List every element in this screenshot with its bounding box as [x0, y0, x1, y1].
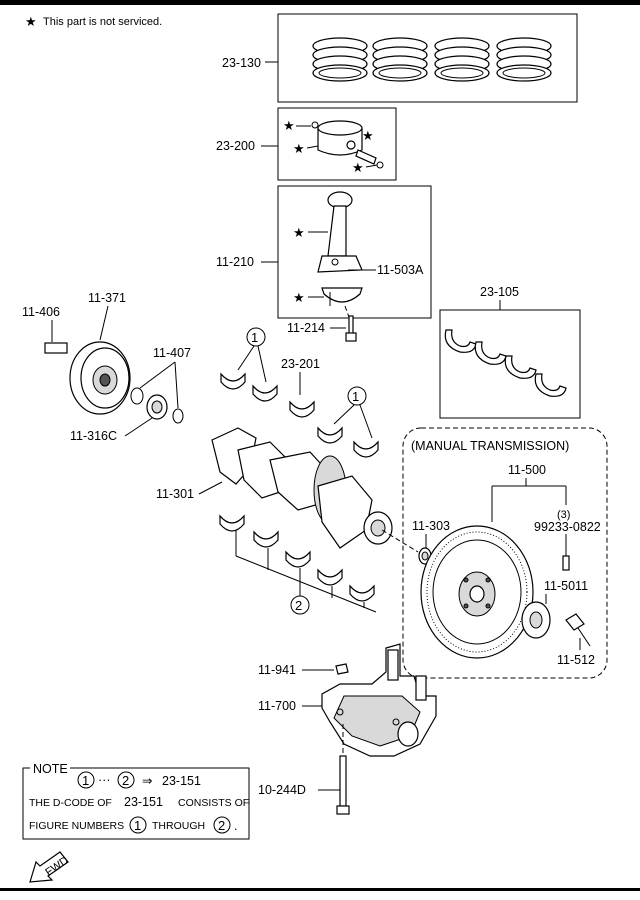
- star-icon: ★: [293, 141, 305, 156]
- star-icon: ★: [352, 160, 364, 175]
- fwd-label: FWD: [43, 855, 70, 879]
- label-seal-kit: 11-407: [153, 346, 191, 360]
- callout-one: 1: [251, 330, 258, 345]
- note-title: NOTE: [33, 762, 68, 776]
- star-icon: ★: [362, 128, 374, 143]
- main-bearing-icon: [220, 373, 278, 402]
- flywheel-plate-bolt-icon: [565, 613, 591, 647]
- bottom-border: [0, 888, 640, 891]
- rod-bolt-icon: [345, 315, 357, 342]
- note-line3-callout-one: 1: [134, 818, 141, 833]
- oil-pump-seal-icon: [335, 663, 349, 675]
- note-line2-end: CONSISTS OF: [178, 797, 249, 809]
- note-box: NOTE 1 ··· 2 ⇒ 23-151 THE D-CODE OF 23-1…: [22, 762, 250, 840]
- label-oil-pump-seal: 11-941: [258, 663, 296, 677]
- label-crank-pulley: 11-371: [88, 291, 126, 305]
- label-oil-pump-assembly: 11-700: [258, 699, 296, 713]
- note-code: 23-151: [162, 774, 201, 788]
- label-sprocket: 11-316C: [70, 429, 117, 443]
- label-pulley-bolt: 11-406: [22, 305, 60, 319]
- label-piston-rings: 23-130: [222, 56, 261, 70]
- note-callout-one: 1: [82, 773, 89, 788]
- piston-rings-frame: [277, 13, 578, 103]
- callout-circle: [290, 595, 310, 615]
- label-connecting-rod: 11-210: [216, 255, 254, 269]
- label-crankshaft: 11-301: [156, 487, 194, 501]
- note-callout-two: 2: [122, 773, 129, 788]
- label-crank-bearing-set: 23-105: [480, 285, 519, 299]
- fwd-arrow-icon: FWD: [29, 851, 71, 883]
- note-line2-start: THE D-CODE OF: [29, 797, 112, 809]
- crank-bearing-frame: [439, 309, 581, 419]
- note-line3-through: THROUGH: [152, 820, 205, 832]
- note-arrow: ⇒: [142, 774, 153, 788]
- star-icon: ★: [283, 118, 295, 133]
- top-border: [0, 0, 640, 5]
- label-rod-nut: 11-503A: [377, 263, 424, 277]
- flywheel-icon: [420, 525, 534, 659]
- callout-one: 1: [352, 389, 359, 404]
- callout-two: 2: [295, 598, 302, 613]
- piston-icon: [311, 120, 384, 169]
- crankshaft-icon: [211, 427, 393, 549]
- connecting-rod-frame: [277, 185, 432, 319]
- note-line3-callout-two: 2: [218, 818, 225, 833]
- label-thrust-bearing: 23-201: [281, 357, 320, 371]
- connecting-rod-icon: [317, 191, 363, 321]
- label-flywheel-plate-bolt: 11-512: [557, 653, 595, 667]
- flywheel-bolt-icon: [562, 555, 570, 571]
- reinforcement-plate-icon: [521, 601, 551, 639]
- star-icon: ★: [293, 290, 305, 305]
- callout-circle: [246, 327, 266, 347]
- label-oil-pump-bolt: 10-244D: [258, 783, 306, 797]
- thrust-bearing-icon: [289, 401, 315, 418]
- label-flywheel: 11-500: [508, 463, 546, 477]
- label-pilot-bearing: 11-303: [412, 519, 450, 533]
- piston-assembly-frame: [277, 107, 397, 181]
- sprocket-icon: [130, 387, 184, 424]
- legend-text: This part is not serviced.: [43, 16, 162, 28]
- label-flywheel-bolt: 99233-0822: [534, 520, 601, 534]
- manual-transmission-frame: [402, 427, 608, 679]
- legend-star-icon: ★: [25, 14, 37, 29]
- star-icon: ★: [293, 225, 305, 240]
- piston-ring-set-icon: [312, 37, 552, 82]
- label-flywheel-bolt-qty: (3): [557, 509, 570, 521]
- crank-pulley-icon: [44, 341, 131, 415]
- note-period: .: [234, 819, 237, 833]
- label-reinforcement-plate: 11-5011: [544, 579, 588, 593]
- oil-pump-icon: [321, 643, 437, 757]
- note-line3-start: FIGURE NUMBERS: [29, 820, 124, 832]
- crank-bearing-icon: [444, 329, 567, 397]
- note-ellipsis: ···: [98, 773, 111, 787]
- main-bearing-icon: [317, 427, 379, 458]
- manual-transmission-label: (MANUAL TRANSMISSION): [411, 439, 569, 453]
- note-line2-code: 23-151: [124, 795, 163, 809]
- label-rod-bolt: 11-214: [287, 321, 325, 335]
- oil-pump-bolt-icon: [336, 755, 350, 815]
- callout-circle: [347, 386, 367, 406]
- label-piston-assembly: 23-200: [216, 139, 255, 153]
